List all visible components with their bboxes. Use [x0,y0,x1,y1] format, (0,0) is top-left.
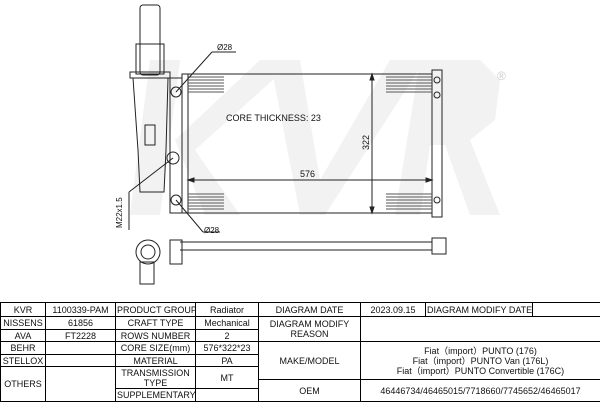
val-supplementary [195,388,259,402]
thread-spec: M22x1.5 [115,197,124,228]
prop-transmission-type: TRANSMISSION TYPE [115,366,196,389]
registered-mark: ® [497,69,506,83]
make-model-label: MAKE/MODEL [258,341,361,380]
make-model-line: Fiat（import）PUNTO Convertible (176C) [396,365,565,376]
prop-supplementary: SUPPLEMENTARY [115,388,196,402]
prop-core-size: CORE SIZE(mm) [115,341,196,355]
diagram-date-label: DIAGRAM DATE [258,302,361,317]
prop-craft-type: CRAFT TYPE [115,316,196,330]
oem-label: OEM [258,379,361,402]
code-ava: FT2228 [45,329,116,342]
brand-behr: BEHR [0,341,46,355]
code-others [45,366,116,402]
make-model-line: Fiat（import）PUNTO Van (176L) [412,355,549,366]
prop-material: MATERIAL [115,354,196,367]
make-model: Fiat（import）PUNTO (176) Fiat（import）PUNT… [360,341,600,380]
inlet-diameter: Ø28 [217,43,233,52]
val-transmission-type: MT [195,366,259,389]
diagram-date: 2023.09.15 [360,302,426,317]
prop-product-group: PRODUCT GROUP [115,302,196,317]
val-rows-number: 2 [195,329,259,342]
core-thickness-label: CORE THICKNESS: 23 [226,113,321,123]
val-craft-type: Mechanical [195,316,259,330]
watermark-logo [130,60,500,215]
brand-nissens: NISSENS [0,316,46,330]
spec-table: KVR 1100339-PAM PRODUCT GROUP Radiator D… [0,302,600,402]
radiator-outline [128,4,447,285]
code-stellox [45,354,116,367]
modify-reason-label: DIAGRAM MODIFY REASON [258,316,361,342]
code-behr [45,341,116,355]
oem-numbers: 46446734/46465015/7718660/7745652/464650… [360,379,600,402]
fins [188,76,432,210]
val-core-size: 576*322*23 [195,341,259,355]
val-product-group: Radiator [195,302,259,317]
width-dimension: 576 [300,169,315,179]
brand-kvr: KVR [0,302,46,317]
make-model-line: Fiat（import）PUNTO (176) [424,345,537,356]
radiator-diagram: ® CORE THICKNESS: 23 576 322 Ø28 Ø28 M22… [115,4,506,285]
prop-rows-number: ROWS NUMBER [115,329,196,342]
val-material: PA [195,354,259,367]
height-dimension: 322 [361,135,371,150]
brand-ava: AVA [0,329,46,342]
modify-reason [360,316,600,342]
diagram-modify-date [532,302,600,317]
outlet-diameter: Ø28 [204,226,220,235]
code-nissens: 61856 [45,316,116,330]
diagram-modify-date-label: DIAGRAM MODIFY DATE [425,302,533,317]
code-kvr: 1100339-PAM [45,302,116,317]
brand-others: OTHERS [0,366,46,402]
brand-stellox: STELLOX [0,354,46,367]
